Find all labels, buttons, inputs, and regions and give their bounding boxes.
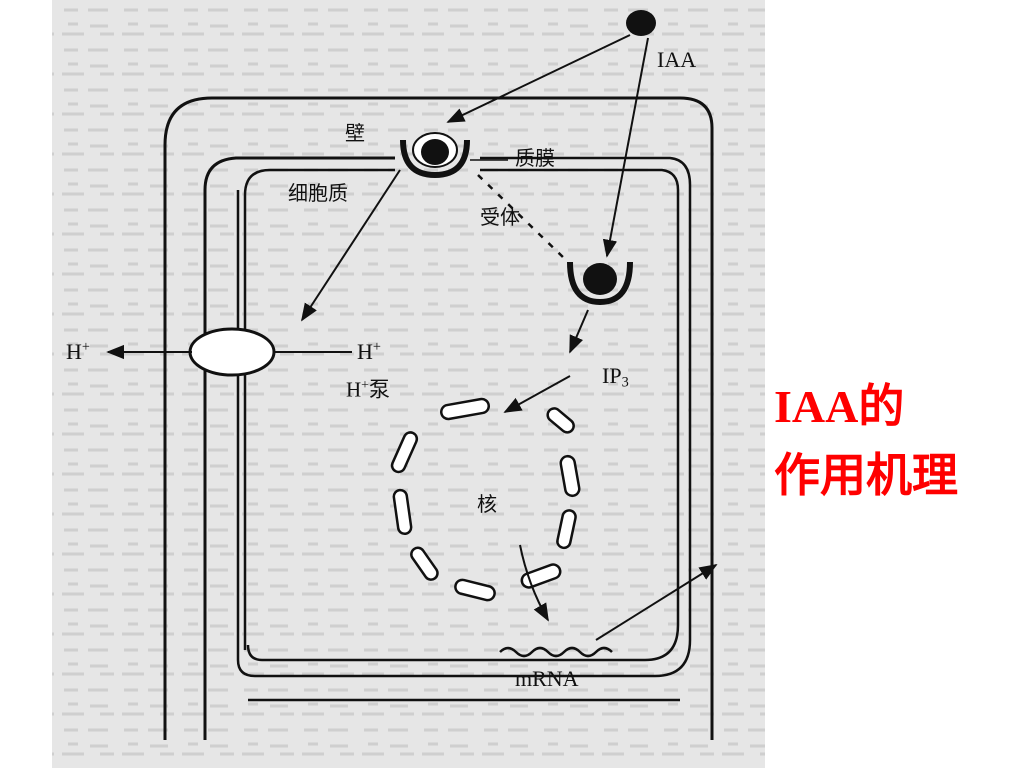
iaa-molecule [626, 10, 656, 36]
label-ip3-base: IP [602, 363, 622, 388]
arrow-receptor-to-pump [301, 169, 401, 322]
slide-caption: IAA的 作用机理 [774, 372, 1019, 510]
label-cytoplasm: 细胞质 [288, 181, 348, 205]
cell-wall-outer [163, 96, 714, 740]
label-h-inside-base: H [357, 338, 373, 364]
cell-wall-inner-right [236, 156, 692, 678]
label-mrna: mRNA [515, 666, 579, 691]
caption-line-2: 作用机理 [774, 448, 958, 502]
label-ip3: IP3 [602, 365, 629, 390]
label-h-inside-charge: + [372, 339, 381, 355]
receptor-dashed-link [477, 174, 567, 261]
arrow-mrna-out [595, 564, 718, 641]
label-h-pump: H+泵 [346, 378, 390, 401]
label-h-outside: H+ [66, 340, 90, 363]
membrane-receptor [400, 132, 470, 179]
mrna-strand [499, 646, 613, 658]
arrow-ip3-to-nucleus [503, 375, 571, 413]
label-h-pump-word: 泵 [368, 377, 390, 402]
label-nucleus: 核 [477, 492, 497, 516]
nucleus-envelope [390, 397, 581, 602]
label-h-pump-base: H [346, 377, 362, 402]
label-plasma-membrane: 质膜 [515, 146, 555, 170]
label-receptor: 受体 [480, 205, 520, 229]
arrow-nucleus-to-mrna [519, 544, 549, 622]
arrow-receptor-to-ip3 [569, 309, 589, 354]
cytoplasmic-receptor [567, 261, 633, 306]
scan-background [52, 0, 765, 768]
caption-line-1: IAA的 [774, 381, 905, 432]
arrow-iaa-to-receptor [602, 37, 649, 258]
label-h-outside-charge: + [81, 339, 90, 355]
label-h-pump-charge: + [361, 377, 369, 392]
plasma-membrane [243, 168, 680, 662]
cell-wall-inner [203, 156, 395, 740]
label-iaa: IAA [657, 47, 697, 72]
arrow-iaa-to-wall [446, 34, 631, 123]
label-wall: 壁 [345, 121, 365, 145]
h-pump [188, 327, 276, 377]
label-h-outside-base: H [66, 338, 82, 364]
label-h-inside: H+ [357, 340, 381, 363]
label-ip3-subscript: 3 [621, 374, 629, 391]
